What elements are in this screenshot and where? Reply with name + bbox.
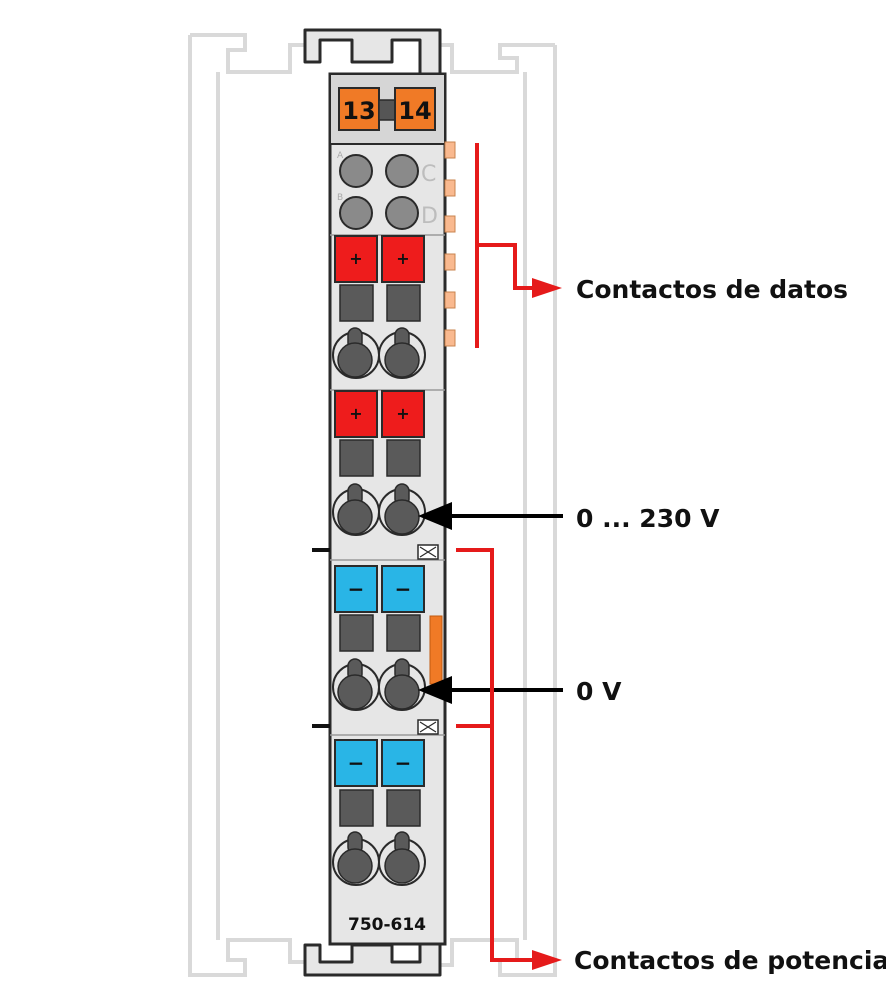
wire-entry-right	[386, 789, 421, 827]
power-jumper-orange	[429, 615, 443, 685]
terminal-group-plus-2: + +	[331, 390, 427, 536]
wire-entry-right	[386, 614, 421, 652]
power-contacts-arrowhead	[532, 950, 562, 970]
plus-symbol: +	[349, 404, 362, 423]
terminal-group-minus-1: − −	[331, 565, 427, 711]
plus-symbol: +	[396, 249, 409, 268]
plus-release-right	[381, 390, 425, 438]
label-power-contacts: Contactos de potencia	[574, 946, 886, 975]
data-contact	[444, 329, 456, 347]
clamp-slot-right	[384, 658, 420, 710]
data-contacts-callout	[475, 143, 535, 348]
ghost-right-outline	[440, 43, 557, 977]
data-contact	[444, 291, 456, 309]
plus-release-left	[334, 235, 378, 283]
wire-entry-left	[339, 789, 374, 827]
plus-symbol: +	[396, 404, 409, 423]
wire-entry-right	[386, 284, 421, 322]
minus-release-left	[334, 739, 378, 787]
data-contact	[444, 253, 456, 271]
wire-entry-left	[339, 284, 374, 322]
minus-release-right	[381, 565, 425, 613]
data-contacts-leader	[477, 243, 535, 290]
clamp-slot-right	[384, 483, 420, 535]
label-zero-volt: 0 V	[576, 677, 622, 706]
clamp-slot-right	[384, 831, 420, 884]
plus-release-right	[381, 235, 425, 283]
zero-volt-arrowhead	[418, 676, 452, 704]
clamp-slot-left	[337, 483, 373, 535]
wire-entry-left	[339, 439, 374, 477]
ghost-left-outline	[188, 33, 305, 977]
terminal-marker-13	[338, 87, 380, 131]
clamp-slot-right	[384, 327, 420, 378]
model-number: 750-614	[348, 915, 426, 935]
terminal-markers: 13 14	[338, 87, 436, 131]
clamp-slot-left	[337, 831, 373, 884]
wire-entry-right	[386, 439, 421, 477]
data-contact-tabs	[444, 141, 456, 347]
plus-release-left	[334, 390, 378, 438]
led-letter-d: D	[421, 204, 438, 229]
minus-symbol: −	[348, 577, 365, 601]
led-letter-c: C	[421, 162, 436, 187]
label-supply-voltage: 0 ... 230 V	[576, 504, 720, 533]
supply-voltage-arrowhead	[418, 502, 452, 530]
minus-symbol: −	[395, 577, 412, 601]
label-data-contacts: Contactos de datos	[576, 275, 848, 304]
led-letter-b: B	[337, 193, 343, 203]
data-contact	[444, 215, 456, 233]
power-contacts-callout	[456, 548, 535, 962]
power-contact-notches	[312, 544, 443, 735]
clamp-slot-left	[337, 658, 373, 710]
plus-symbol: +	[349, 249, 362, 268]
minus-release-right	[381, 739, 425, 787]
led-a	[339, 154, 373, 188]
ghost-neighbour-modules	[188, 33, 557, 977]
marker-gap	[378, 99, 396, 121]
led-d	[385, 196, 419, 230]
terminal-group-minus-2: − −	[331, 739, 427, 886]
minus-release-left	[334, 565, 378, 613]
led-letter-a: A	[337, 151, 344, 161]
power-contacts-leader-top	[456, 548, 535, 962]
top-latch	[303, 28, 442, 77]
led-b	[339, 196, 373, 230]
terminal-number-13: 13	[342, 97, 375, 125]
terminal-group-plus-1: + +	[331, 235, 427, 379]
data-contact	[444, 179, 456, 197]
led-c	[385, 154, 419, 188]
minus-symbol: −	[348, 751, 365, 775]
clamp-slot-left	[337, 327, 373, 378]
minus-symbol: −	[395, 751, 412, 775]
terminal-number-14: 14	[398, 97, 431, 125]
status-leds: A C B D	[337, 151, 438, 230]
wire-entry-left	[339, 614, 374, 652]
terminal-marker-14	[394, 87, 436, 131]
data-contact	[444, 141, 456, 159]
data-contacts-arrowhead	[532, 278, 562, 298]
